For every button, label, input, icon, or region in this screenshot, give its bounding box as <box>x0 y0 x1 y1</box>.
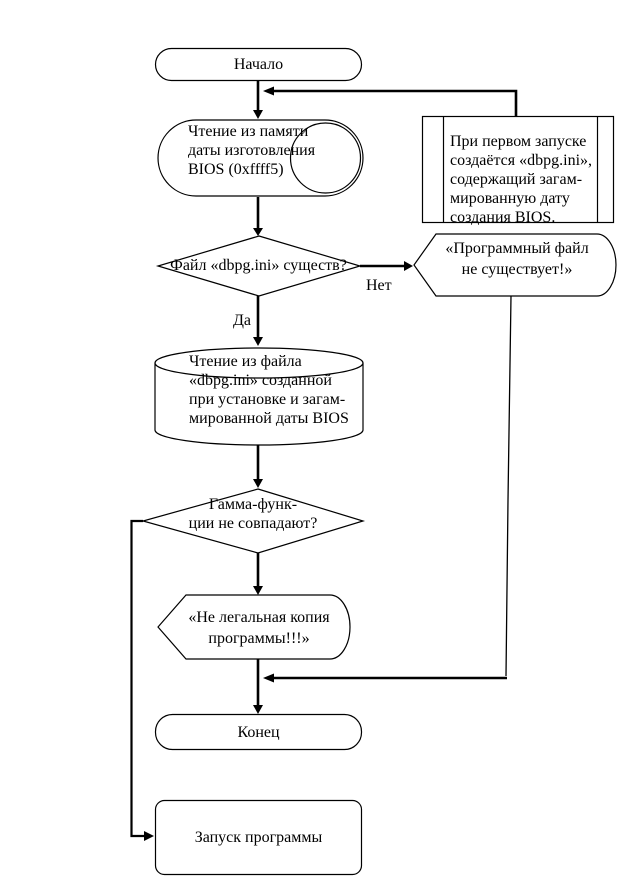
arrowhead-note-to-mainline <box>263 86 274 96</box>
arrowhead-yes-branch <box>253 337 263 346</box>
direct-access-storage-shape <box>157 119 364 197</box>
arrowhead-start-to-read <box>253 110 263 119</box>
edge-label-yes: Да <box>233 312 252 329</box>
connector-display1-down <box>505 295 512 677</box>
database-cylinder-body <box>154 363 364 446</box>
end-terminator-shape <box>154 713 363 751</box>
edge-label-no: Нет <box>366 277 392 294</box>
read-file-node-label: Чтение из файла «dbpg.ini» созданной при… <box>189 353 349 427</box>
arrowhead-read-to-decision1 <box>253 228 263 236</box>
direct-access-storage-end-circle <box>289 122 362 194</box>
decision-gamma-shape <box>140 488 366 554</box>
run-program-node-label: Запуск программы <box>194 829 323 846</box>
display-illegal-copy-shape <box>157 594 351 660</box>
start-node-label: Начало <box>233 56 284 73</box>
connector-note-to-mainline <box>268 89 518 116</box>
arrowhead-cylinder-to-decision2 <box>253 479 263 488</box>
run-program-shape <box>154 799 363 876</box>
decision-gamma-label: Гамма-функ- ции не совпадают? <box>188 496 318 532</box>
connector-left-feedback <box>130 519 146 838</box>
note-node-label: При первом запуске создаётся «dbpg.ini»,… <box>450 133 593 226</box>
decision-file-exists-shape <box>155 235 363 297</box>
start-terminator-shape <box>154 47 363 82</box>
predefined-process-shape <box>421 115 615 224</box>
display-illegal-copy-label: «Не легальная копия программы!!!» <box>188 609 330 647</box>
read-bios-node-label: Чтение из памяти даты изготовления BIOS … <box>188 123 316 178</box>
arrowhead-decision2-to-display2 <box>253 586 263 595</box>
arrowhead-no-branch <box>404 261 413 271</box>
end-node-label: Конец <box>237 724 280 741</box>
decision-file-exists-label: Файл «dbpg.ini» существ? <box>170 257 347 274</box>
arrowhead-left-feedback <box>144 831 154 841</box>
database-cylinder-top <box>154 347 364 379</box>
arrowhead-display2-to-end <box>253 705 263 714</box>
display-file-not-exists-label: «Программный файл не существует!» <box>445 240 589 278</box>
arrowhead-right-merge <box>263 673 274 683</box>
display-file-not-exists-shape <box>413 233 617 297</box>
